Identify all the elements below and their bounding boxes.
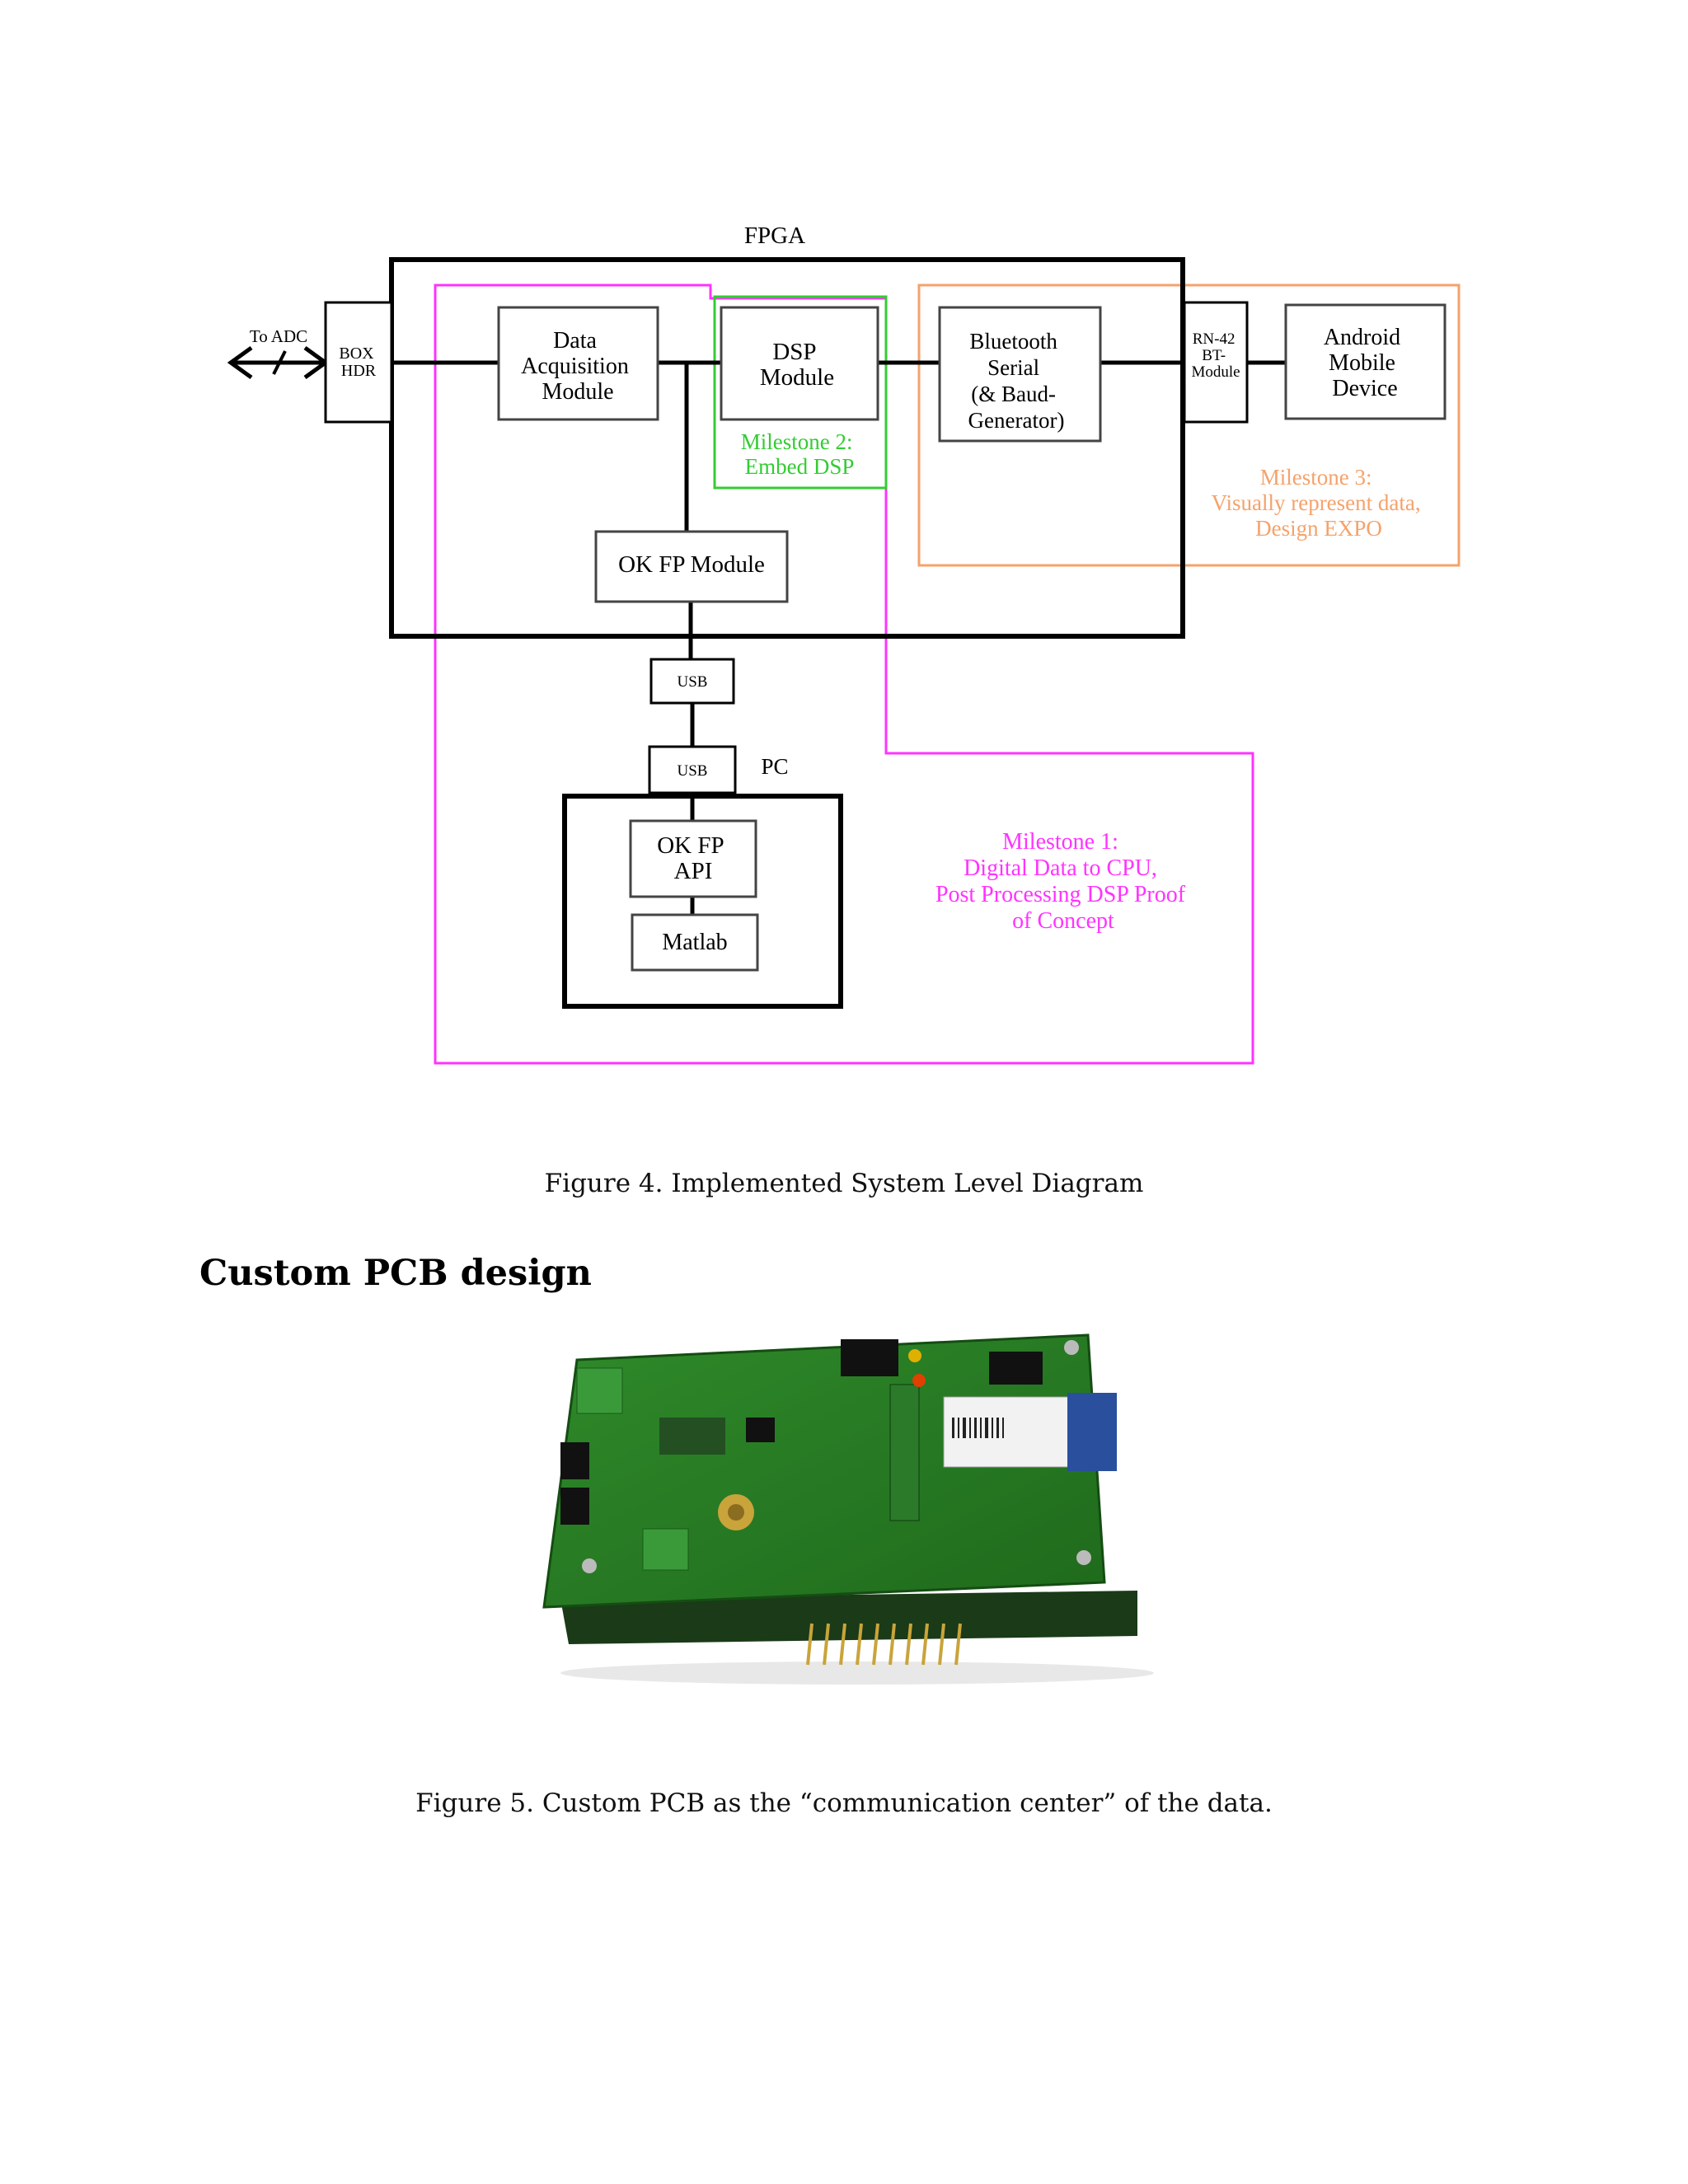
to-adc-label: To ADC [250,326,307,346]
usb-bottom-block [648,745,737,794]
dsp-module-block [720,306,879,421]
milestone1-region [434,284,1254,1065]
bluetooth-serial-label: Bluetooth Serial (& Baud- Generator) [968,329,1065,433]
milestone2-label: Milestone 2: Embed DSP [741,429,859,479]
android-device-label: Android Mobile Device [1324,325,1406,401]
okfp-module-label: OK FP Module [618,551,765,578]
box-hdr-label: BOX HDR [339,344,377,380]
bluetooth-serial-block [938,306,1102,443]
usb-top-block [649,658,735,705]
figure4-caption: Figure 4. Implemented System Level Diagr… [544,1169,1144,1198]
rn42-label: RN-42 BT- Module [1191,330,1240,381]
section-title: Custom PCB design [199,1253,592,1294]
pc-box [562,794,843,1009]
milestone3-label: Milestone 3: Visually represent data, De… [1212,465,1427,541]
pcb-photo [542,1333,1154,1685]
okfp-api-block [629,819,757,898]
usb-bottom-label: USB [678,762,708,780]
matlab-block [631,913,759,972]
milestone3-region [917,284,1461,567]
okfp-module-block [594,530,789,603]
milestone1-label: Milestone 1: Digital Data to CPU, Post P… [935,829,1191,934]
pc-label: PC [761,754,788,779]
milestone2-region [713,295,888,490]
adc-arrow-left [227,345,253,380]
rn42-block [1183,301,1249,424]
matlab-label: Matlab [662,930,727,955]
okfp-api-label: OK FP API [657,832,729,884]
adc-arrow-slash [272,350,287,375]
figure5-caption: Figure 5. Custom PCB as the “communicati… [415,1788,1273,1818]
fpga-label: FPGA [744,223,805,249]
system-level-diagram: FPGA To ADC BOX HDR Data Acquisition Mod… [227,223,1461,1065]
fpga-box [389,257,1185,639]
dsp-module-label: DSP Module [760,339,834,391]
usb-top-label: USB [678,673,708,691]
android-device-block [1284,303,1447,420]
data-acquisition-label: Data Acquisition Module [521,328,635,405]
box-hdr-block [324,301,393,424]
data-acquisition-block [497,306,659,421]
